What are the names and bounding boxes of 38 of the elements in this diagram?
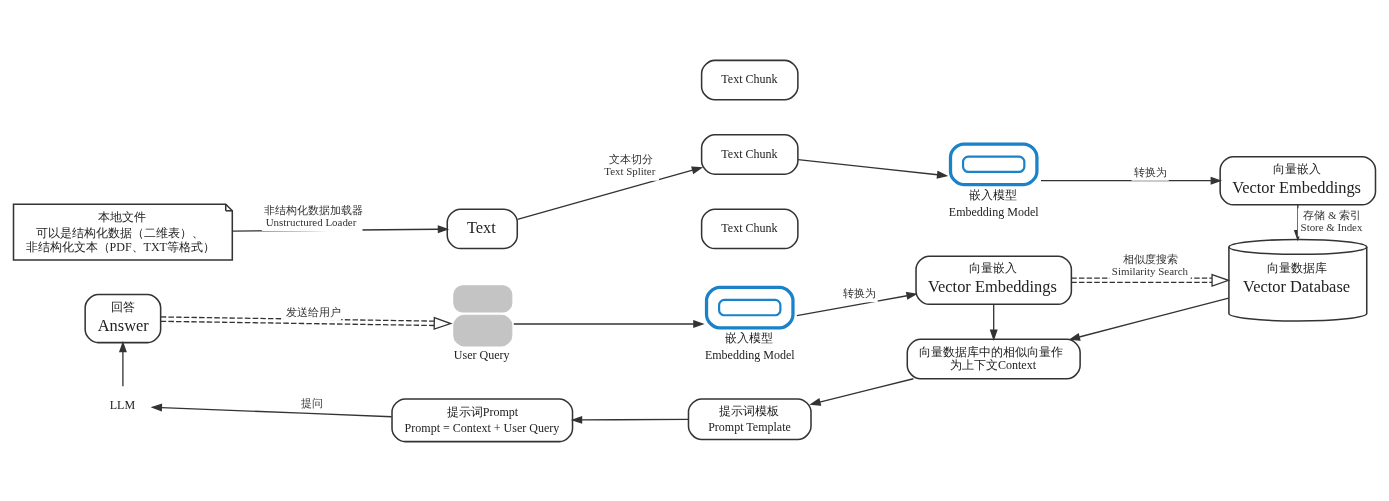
- node-label: Embedding Model: [704, 347, 795, 362]
- node-box: 向量数据库中的相似向量作为上下文Context: [906, 338, 1081, 379]
- edge-label: 文本切分 Text Spliter: [604, 152, 656, 177]
- node-box: Text: [446, 207, 519, 249]
- edge-label: 非结构化数据加载器 Unstructured Loader: [264, 203, 364, 228]
- edge-label: 转换为: [842, 286, 876, 299]
- arrow: [797, 158, 949, 179]
- node-box: [704, 285, 795, 329]
- node-box: 回答 Answer: [84, 293, 162, 343]
- node-label: Embedding Model: [948, 204, 1039, 218]
- edge-label: 转换为: [1133, 165, 1167, 178]
- arrow: [989, 303, 998, 341]
- node-box: 提示词Prompt Prompt = Context + User Query: [391, 397, 574, 442]
- node-box: 向量嵌入 Vector Embeddings: [1219, 155, 1377, 206]
- node-box: Text Chunk: [700, 207, 799, 249]
- edge-label: 存储 & 索引 Store & Index: [1300, 208, 1363, 233]
- node-label: 嵌入模型: [968, 187, 1017, 202]
- arrow: [160, 315, 453, 330]
- arrow: [516, 165, 704, 220]
- arrow: [118, 340, 127, 387]
- node-box: [948, 141, 1039, 186]
- edge-label: 发送给用户: [285, 305, 341, 318]
- arrow: [150, 403, 393, 417]
- arrow: [796, 291, 918, 316]
- node-box: Text Chunk: [700, 59, 799, 101]
- arrow: [513, 319, 705, 328]
- node-box: Text Chunk: [700, 133, 799, 175]
- arrow: [809, 377, 915, 406]
- node-text: LLM: [109, 397, 136, 412]
- arrow: [570, 415, 690, 424]
- edge-label: 提问: [301, 396, 324, 409]
- node-box: 提示词模板 Prompt Template: [687, 397, 812, 440]
- arrow: [1070, 273, 1231, 287]
- edge-label: 相似度搜索 Similarity Search: [1111, 252, 1188, 277]
- arrow: [1068, 296, 1230, 341]
- node-label: User Query: [453, 347, 510, 362]
- node-box: 向量嵌入 Vector Embeddings: [915, 254, 1073, 305]
- node-label: 嵌入模型: [724, 330, 773, 345]
